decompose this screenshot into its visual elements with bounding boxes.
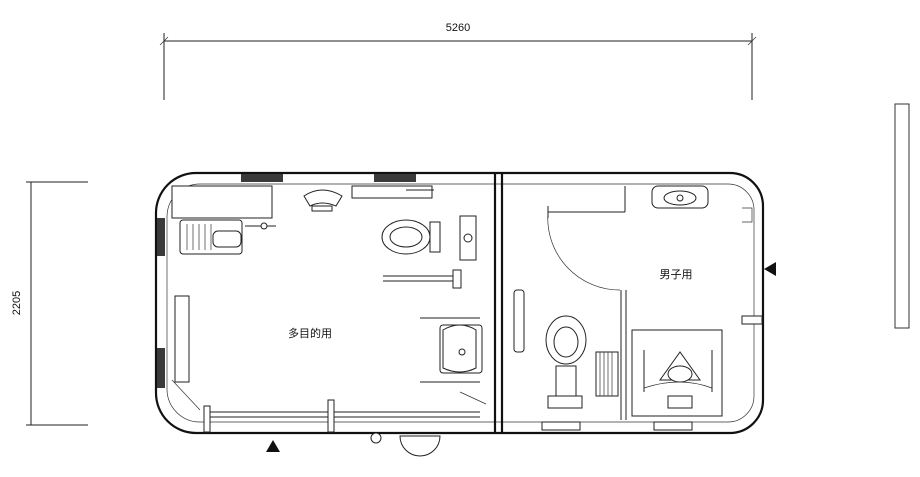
room-label-multipurpose: 多目的用 bbox=[288, 326, 332, 340]
mens-room bbox=[513, 185, 763, 431]
width-dimension-label: 5260 bbox=[446, 22, 470, 34]
entrance-arrow-bottom-icon bbox=[266, 440, 280, 452]
entrance-arrow-right-icon bbox=[764, 262, 776, 276]
height-dimension-label: 2205 bbox=[11, 291, 23, 315]
height-dimension: 2205 bbox=[11, 181, 88, 426]
side-scale-bar bbox=[894, 103, 910, 329]
room-label-mens: 男子用 bbox=[660, 268, 693, 281]
multipurpose-room bbox=[171, 185, 487, 457]
windows bbox=[157, 174, 416, 388]
outer-walls bbox=[154, 171, 765, 435]
width-dimension: 5260 bbox=[159, 22, 757, 100]
